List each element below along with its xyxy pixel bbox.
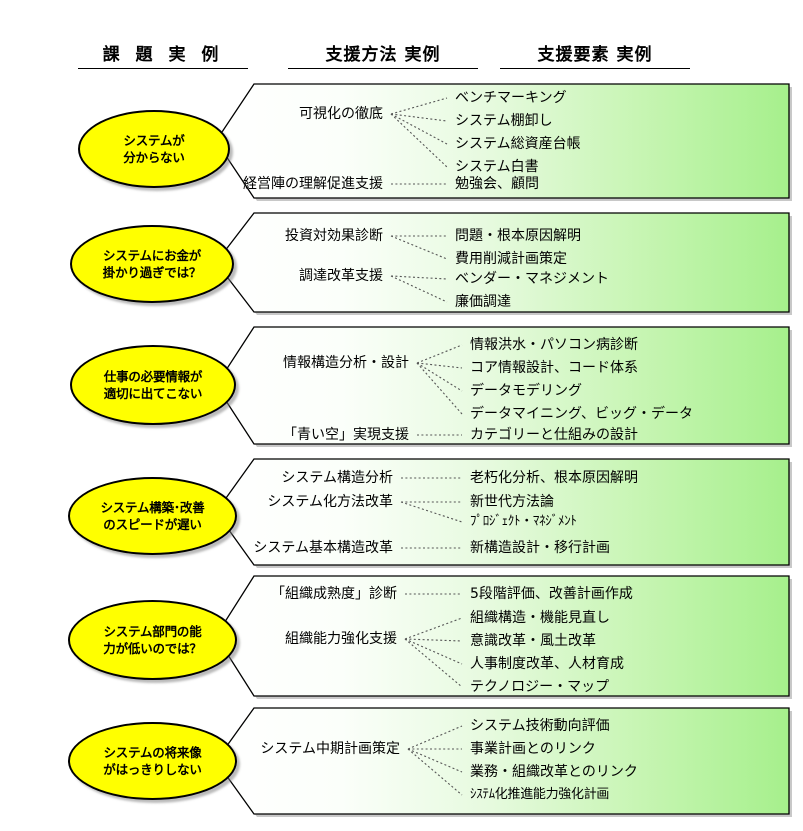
- banner-row-info-not-available: [215, 326, 792, 447]
- column-header-2: 支援方法 実例: [288, 46, 478, 69]
- issue-label: システム構築･改善 のスピードが遅い: [100, 500, 205, 532]
- issue-ellipse-row-slow-speed: システム構築･改善 のスピードが遅い: [68, 477, 237, 555]
- element-label: 老朽化分析、根本原因解明: [470, 470, 638, 486]
- element-label: 問題・根本原因解明: [455, 228, 581, 244]
- column-header-rule: [500, 68, 690, 69]
- method-label: 情報構造分析・設計: [283, 355, 409, 371]
- method-label: 「青い空」実現支援: [283, 427, 409, 443]
- element-label: 組織構造・機能見直し: [470, 610, 610, 626]
- method-label: 投資対効果診断: [285, 228, 383, 244]
- element-label: 事業計画とのリンク: [470, 741, 596, 757]
- banner-fill: [216, 213, 789, 312]
- issue-ellipse-row-info-not-available: 仕事の必要情報が 適切に出てこない: [70, 345, 236, 425]
- method-label: 調達改革支援: [299, 268, 383, 284]
- element-label: ｼｽﾃﾑ化推進能力強化計画: [470, 787, 610, 802]
- banner-row-slow-speed: [215, 458, 792, 568]
- element-label: データマイニング、ビッグ・データ: [470, 406, 694, 422]
- element-label: 情報洪水・パソコン病診断: [470, 337, 638, 353]
- element-label: 新構造設計・移行計画: [470, 540, 610, 556]
- issue-ellipse-row-low-capability: システム部門の能 力が低いのでは？: [68, 600, 237, 680]
- banner-row-low-capability: [215, 575, 792, 699]
- column-header-rule: [288, 68, 478, 69]
- column-header-1: 課 題 実 例: [78, 46, 248, 69]
- element-label: 廉価調達: [455, 294, 511, 310]
- method-label: 組織能力強化支援: [285, 631, 397, 647]
- method-label: システム構造分析: [281, 470, 393, 486]
- method-label: システム中期計画策定: [260, 741, 400, 757]
- issue-label: システムの将来像 がはっきりしない: [103, 745, 202, 777]
- element-label: カテゴリーと仕組みの設計: [470, 427, 638, 443]
- banner-fill: [216, 327, 789, 444]
- banner-row-no-future-vision: [215, 707, 792, 817]
- banner-fill: [216, 84, 789, 198]
- element-label: システム棚卸し: [455, 113, 553, 129]
- element-label: 意識改革・風土改革: [470, 633, 596, 649]
- banner-row-system-unclear: [215, 83, 792, 201]
- element-label: 勉強会、顧問: [455, 176, 539, 192]
- issue-label: システムにお金が 掛かり過ぎでは？: [102, 248, 202, 280]
- method-label: システム基本構造改革: [253, 540, 393, 556]
- issue-ellipse-row-no-future-vision: システムの将来像 がはっきりしない: [68, 722, 237, 800]
- issue-ellipse-row-system-unclear: システムが 分からない: [78, 110, 230, 188]
- element-label: 新世代方法論: [470, 494, 554, 510]
- element-label: システム技術動向評価: [470, 718, 610, 734]
- issue-label: システムが 分からない: [123, 133, 185, 165]
- banner-fill: [216, 576, 789, 696]
- element-label: コア情報設計、コード体系: [470, 360, 638, 376]
- method-label: 可視化の徹底: [299, 106, 383, 122]
- issue-label: 仕事の必要情報が 適切に出てこない: [103, 369, 203, 401]
- method-label: システム化方法改革: [267, 494, 393, 510]
- element-label: テクノロジー・マップ: [470, 679, 610, 695]
- element-label: ﾌﾟﾛｼﾞｪｸﾄ・ﾏﾈｼﾞﾒﾝﾄ: [470, 514, 577, 529]
- method-label: 「組織成熟度」診断: [271, 586, 397, 602]
- element-label: システム白書: [455, 159, 539, 175]
- issue-label: システム部門の能 力が低いのでは？: [103, 624, 202, 656]
- column-header-label: 支援要素 実例: [537, 45, 653, 65]
- element-label: ベンチマーキング: [455, 90, 567, 106]
- column-header-3: 支援要素 実例: [500, 46, 690, 69]
- element-label: 業務・組織改革とのリンク: [470, 764, 638, 780]
- element-label: 人事制度改革、人材育成: [470, 656, 624, 672]
- method-label: 経営陣の理解促進支援: [243, 176, 383, 192]
- banner-fill: [216, 708, 789, 814]
- element-label: データモデリング: [470, 383, 582, 399]
- element-label: ベンダー・マネジメント: [455, 271, 609, 287]
- element-label: 費用削減計画策定: [455, 251, 567, 267]
- banner-fill: [216, 459, 789, 565]
- column-header-rule: [78, 68, 248, 69]
- element-label: システム総資産台帳: [455, 136, 581, 152]
- element-label: 5段階評価、改善計画作成: [470, 586, 633, 602]
- column-header-label: 課 題 実 例: [102, 45, 224, 65]
- issue-ellipse-row-too-costly: システムにお金が 掛かり過ぎでは？: [70, 225, 234, 303]
- column-header-label: 支援方法 実例: [325, 45, 441, 65]
